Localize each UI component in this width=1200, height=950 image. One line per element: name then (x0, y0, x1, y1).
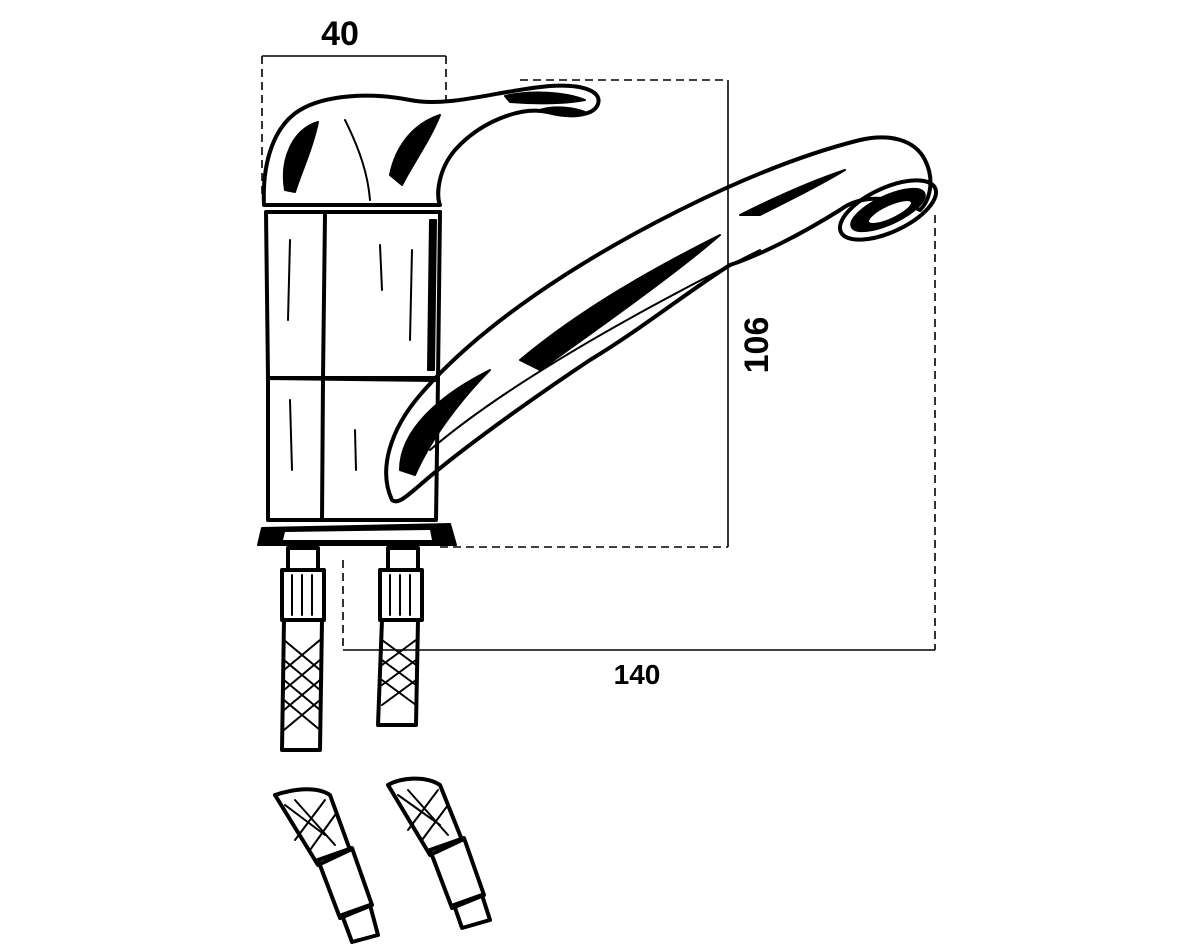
hose-right-braid-pattern (381, 639, 417, 706)
body-lower-outline (266, 376, 440, 522)
dimension-height: 106 (440, 79, 776, 548)
spout-shade-upper (739, 169, 846, 216)
aerator (837, 178, 939, 242)
body-upper-shade (427, 219, 437, 371)
hose-left-lower-pattern (284, 799, 336, 851)
spout-outline (384, 135, 933, 504)
hose-right-fitting-grip (389, 574, 411, 616)
supply-hose-left (273, 546, 380, 944)
aerator-rim (837, 178, 939, 242)
faucet-body-upper (264, 210, 442, 380)
body-lower-reflection-1 (289, 399, 293, 471)
aerator-mesh (867, 199, 913, 225)
handle-shade-left (283, 121, 319, 193)
hose-left-braid-pattern (283, 639, 321, 731)
spout-shade-mid (519, 234, 721, 371)
spout-shade-base (399, 369, 491, 476)
handle-contour (344, 119, 371, 201)
hose-left-fitting-grip (291, 574, 313, 616)
dimension-spout-reach: 140 (342, 215, 936, 690)
body-reflection-1 (287, 239, 291, 321)
supply-hose-right (376, 546, 492, 930)
faucet-base (257, 523, 457, 546)
spout (384, 135, 933, 504)
body-upper-outline (264, 210, 442, 380)
base-highlight (283, 530, 432, 540)
faucet-body-lower (266, 376, 440, 522)
hose-left-nut (286, 546, 320, 572)
spout-contour (429, 249, 761, 451)
hose-left-end-thread (340, 903, 380, 944)
body-lower-facet-edge (320, 378, 325, 522)
lever-handle (261, 83, 601, 207)
body-reflection-3 (409, 249, 413, 341)
handle-shade-under (539, 106, 586, 116)
handle-width-label: 40 (321, 15, 359, 53)
handle-outline (261, 83, 601, 207)
handle-shade-tip (504, 91, 586, 105)
hose-right-nut (386, 546, 420, 572)
height-label: 106 (738, 317, 776, 374)
body-lower-reflection-2 (354, 429, 357, 471)
handle-shade-mid (389, 114, 441, 186)
spout-reach-label: 140 (614, 659, 661, 690)
body-upper-facet-edge (321, 212, 327, 380)
hose-right-braid-lower (386, 776, 464, 857)
dimension-handle-width: 40 (261, 15, 447, 195)
hose-right-lower-pattern (397, 789, 449, 841)
hose-right-end-thread (452, 893, 492, 930)
hose-right-braid-upper (376, 618, 420, 727)
hose-left-braid-lower (273, 787, 352, 867)
hose-left-braid-upper (280, 618, 324, 752)
body-reflection-2 (379, 244, 383, 291)
